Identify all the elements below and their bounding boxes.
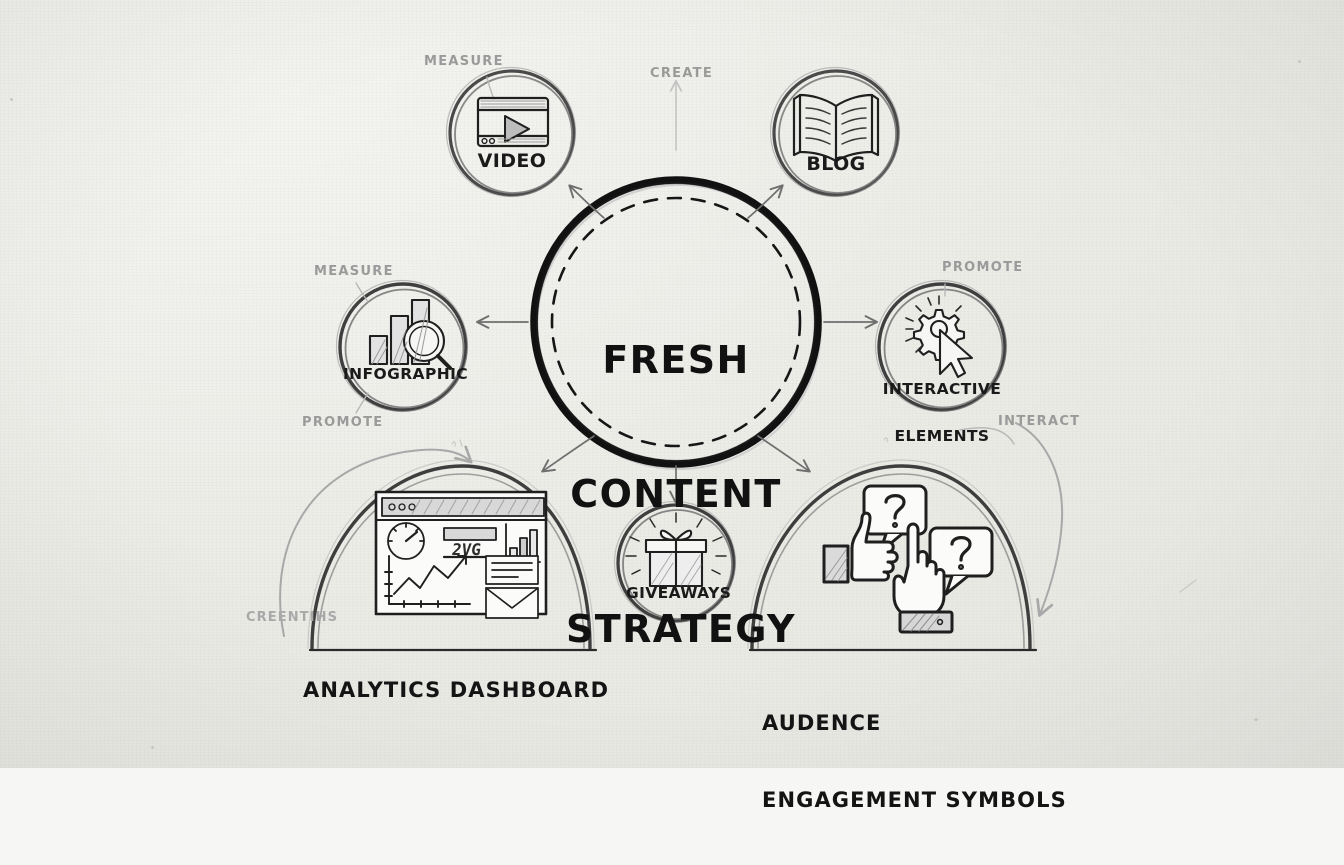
node-ring-blog [769, 66, 901, 198]
hub-title-line2: CONTENT [570, 472, 782, 517]
diagram-canvas: FRESH CONTENT STRATEGY MEASURE CREATE ME… [0, 0, 1344, 812]
panel-dome-audience [747, 459, 1038, 652]
video-icon-hatching [480, 100, 546, 143]
infographic-hatching [371, 307, 429, 365]
open-book-icon [792, 93, 880, 163]
hand-cuff-hatching [902, 613, 940, 632]
arrow-hub-to-video [568, 184, 605, 219]
flow-label-promote-interactive: PROMOTE [942, 260, 1024, 275]
paper-speck-2 [1298, 60, 1301, 63]
paper-speck-3 [151, 746, 154, 749]
gift-hatching [651, 552, 702, 586]
arrow-hub-to-blog [747, 184, 784, 219]
flow-label-measure-video: MEASURE [424, 54, 504, 69]
paper-speck-1 [10, 98, 13, 101]
line-chart-icon [384, 555, 471, 608]
gift-box-icon [644, 529, 708, 588]
node-label-giveaways: GIVEAWAYS [626, 584, 732, 602]
hub-title-line1: FRESH [602, 337, 750, 382]
hub-circle [530, 176, 822, 470]
node-label-infographic: INFOGRAPHIC [343, 365, 469, 383]
gear-sparkle-icon [905, 295, 962, 353]
tick-measure-infographic [355, 282, 369, 303]
flow-label-interact: INTERACT [998, 414, 1081, 429]
node-label-interactive-line2: ELEMENTS [894, 426, 990, 445]
book-icon-lines [805, 107, 867, 145]
envelope-icon [485, 587, 539, 619]
connector-arrows [476, 184, 878, 504]
paper-speck-4 [1254, 718, 1258, 721]
stray-text-creentihs: CREENTIHS [246, 610, 339, 625]
flow-label-measure-infographic: MEASURE [314, 264, 394, 279]
node-ring-video [445, 66, 577, 198]
question-bubble-icon-2 [928, 526, 994, 596]
arrow-interact-curve [1015, 422, 1064, 617]
flow-label-promote-dashboard: PROMOTE [302, 415, 384, 430]
sketch-linework [279, 66, 1197, 652]
hub-title: FRESH CONTENT STRATEGY [566, 248, 796, 741]
stray-marks [451, 437, 1197, 593]
node-label-video: VIDEO [477, 150, 547, 172]
cursor-pointer-icon [938, 328, 974, 379]
browser-dots-icon [388, 503, 416, 511]
panel-caption-audience-line1: AUDENCE [762, 711, 882, 736]
browser-bar-hatching [411, 499, 541, 515]
gauge-icon [387, 522, 425, 560]
question-mark-glyph [884, 494, 906, 529]
dashboard-metric-value: 2VG [450, 540, 483, 559]
tick-promote-infographic [355, 392, 369, 414]
thumb-cuff-hatching [825, 549, 848, 582]
panel-dome-analytics [307, 459, 598, 652]
text-lines-icon [485, 555, 539, 585]
node-ring-infographic [335, 279, 469, 413]
arrow-interact-hook [959, 426, 1015, 445]
node-label-interactive-line1: INTERACTIVE [882, 379, 1002, 398]
question-mark-glyph-2 [950, 536, 972, 571]
node-ring-interactive-elements [874, 279, 1008, 413]
arrow-hub-to-dashboard [541, 435, 595, 473]
arrow-promote-curve [279, 445, 473, 637]
panel-caption-audience: AUDENCE ENGAGEMENT SYMBOLS [762, 660, 1067, 865]
arrow-hub-to-audience [757, 435, 811, 473]
bar-chart-magnifier-icon [368, 298, 452, 370]
giveaway-sparkle-icon [625, 512, 727, 575]
node-label-blog: BLOG [806, 153, 866, 175]
panel-caption-audience-line2: ENGAGEMENT SYMBOLS [762, 788, 1067, 813]
flow-label-create: CREATE [650, 66, 714, 81]
node-ring-giveaways [613, 500, 737, 624]
node-label-interactive-elements: INTERACTIVE ELEMENTS [882, 350, 1002, 476]
video-player-icon [476, 96, 550, 148]
hub-title-line3: STRATEGY [566, 606, 796, 651]
panel-caption-analytics: ANALYTICS DASHBOARD [303, 678, 610, 702]
metric-tile-icon [442, 527, 498, 559]
